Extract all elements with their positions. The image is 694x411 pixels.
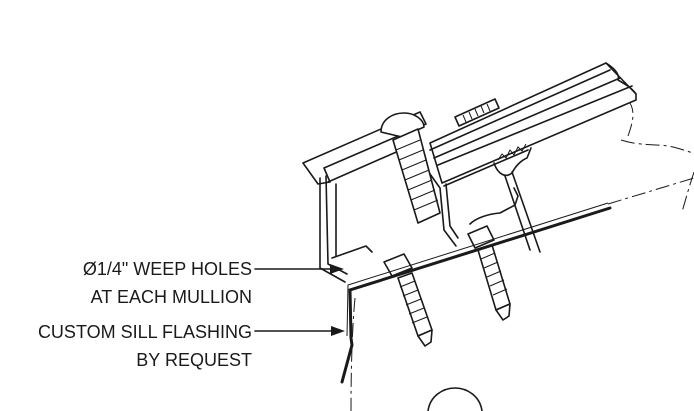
glass-unit [429,62,637,184]
lower-left-screw [383,253,433,347]
setting-block [454,98,500,127]
sill-flashing-callout-line-2: BY REQUEST [136,350,252,370]
lower-right-screw [467,225,511,321]
sill-flashing-callout-line-1: CUSTOM SILL FLASHING [38,322,252,342]
sill-flashing [340,202,612,384]
weep-holes-callout-line-1: Ø1/4" WEEP HOLES [83,259,252,279]
sill-flashing-leader-arrow [254,326,345,336]
detail-tag-circle [427,387,483,411]
weep-holes-callout-line-2: AT EACH MULLION [91,287,252,307]
upper-screw [380,112,441,224]
